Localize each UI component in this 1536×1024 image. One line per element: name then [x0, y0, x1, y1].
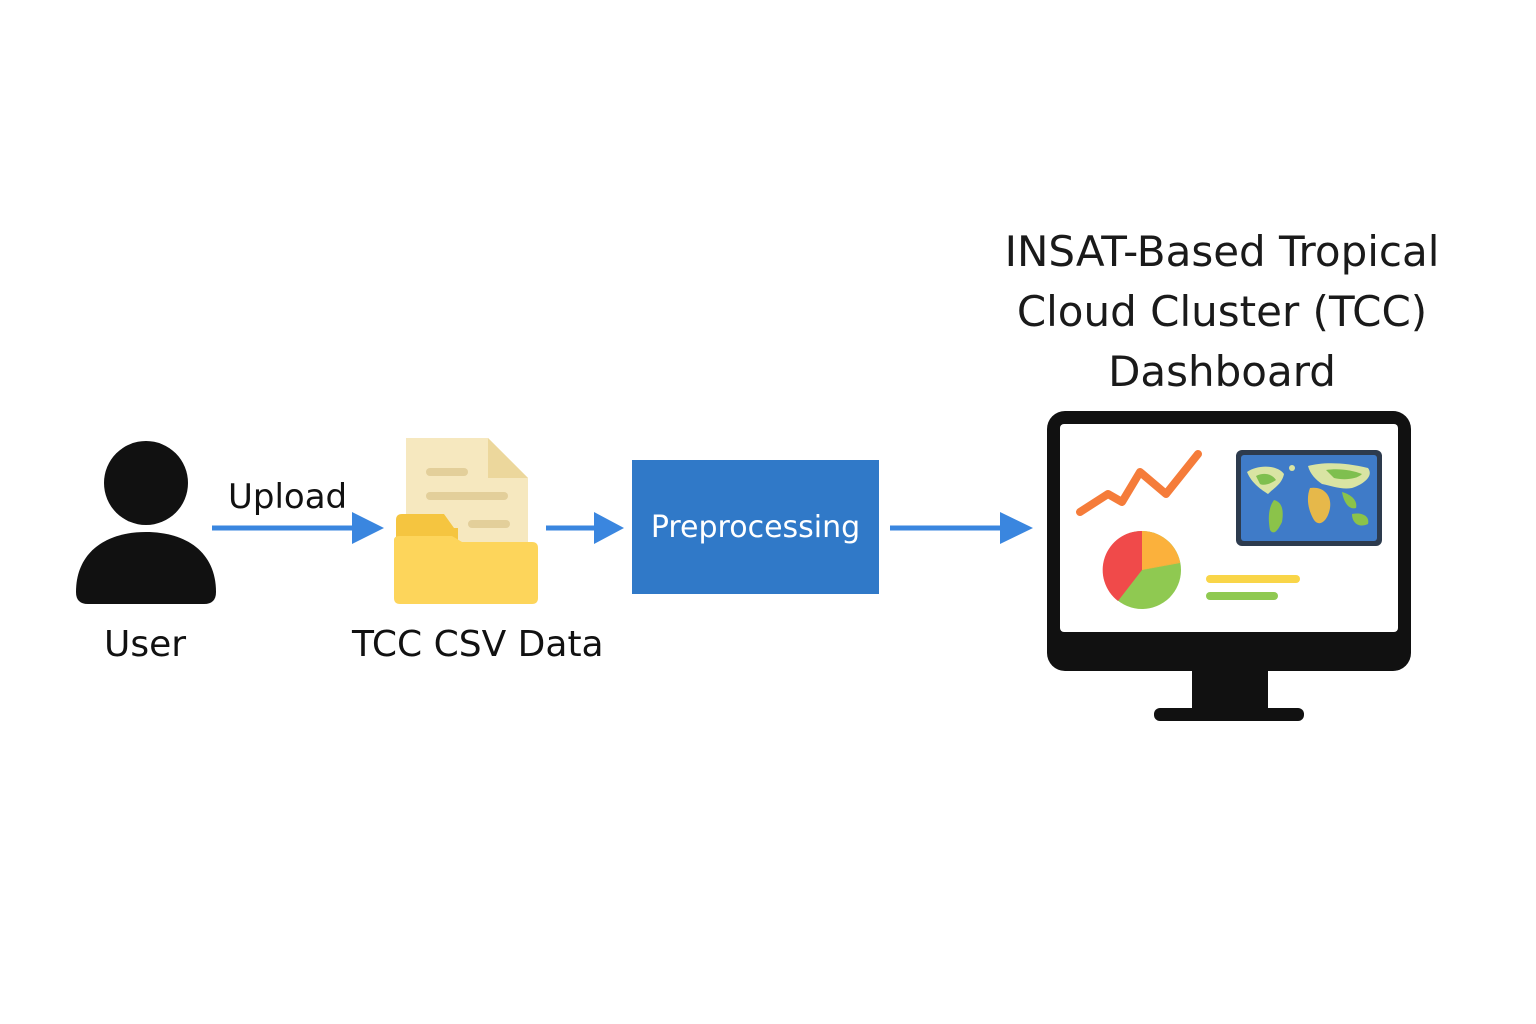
preprocessing-box: Preprocessing [632, 460, 879, 594]
pie-chart-icon [1102, 530, 1181, 609]
dashboard-title: INSAT-Based Tropical Cloud Cluster (TCC)… [972, 222, 1472, 402]
upload-label: Upload [228, 477, 348, 517]
data-label: TCC CSV Data [352, 624, 604, 665]
legend-bar-yellow [1206, 575, 1300, 583]
legend-bar-green [1206, 592, 1278, 600]
upload-arrow [212, 512, 384, 544]
line-chart-icon [1076, 450, 1202, 516]
preprocessing-label: Preprocessing [650, 509, 861, 545]
title-line-1: INSAT-Based Tropical [1004, 227, 1440, 276]
world-map-icon [1236, 450, 1382, 546]
user-label: User [104, 624, 187, 665]
title-line-2: Cloud Cluster (TCC) [1016, 287, 1428, 336]
user-icon [76, 441, 216, 604]
csv-folder-icon [394, 438, 538, 604]
arrow-to-dashboard [890, 512, 1033, 544]
monitor-dashboard-icon [1047, 411, 1411, 721]
arrow-to-preprocessing [546, 512, 624, 544]
title-line-3: Dashboard [1108, 347, 1336, 396]
